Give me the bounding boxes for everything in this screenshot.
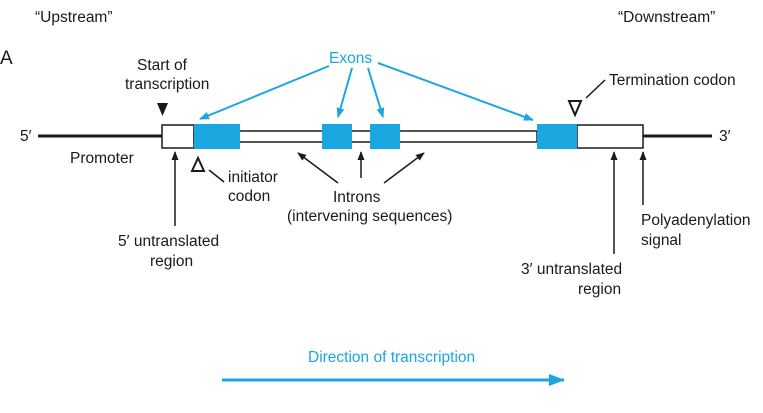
intron-pointer-1 [297, 152, 339, 184]
termination-codon-marker-icon [567, 100, 583, 118]
three-utr-label-2: region [578, 281, 621, 298]
five-prime-label: 5′ [20, 128, 32, 145]
introns-label: Introns [333, 189, 381, 206]
intron-pointer-3 [383, 152, 425, 184]
exon-4 [537, 124, 577, 149]
direction-label: Direction of transcription [308, 349, 475, 366]
exon-1 [194, 124, 240, 149]
initiator-codon-marker-icon [190, 155, 206, 172]
initiator-codon-pointer [208, 169, 225, 183]
three-utr-label-1: 3′ untranslated [521, 261, 622, 278]
intron-bar [193, 130, 538, 143]
promoter-label: Promoter [70, 150, 134, 167]
five-utr-box [161, 124, 195, 149]
exons-label: Exons [329, 50, 372, 67]
downstream-label: “Downstream” [618, 9, 715, 26]
termination-codon-pointer [585, 79, 606, 99]
exon-2 [322, 124, 352, 149]
exon-pointer-2 [336, 67, 353, 118]
exon-3 [370, 124, 400, 149]
introns-sublabel: (intervening sequences) [287, 208, 452, 225]
three-utr-box [576, 124, 644, 149]
termination-codon-label: Termination codon [609, 72, 736, 89]
polyadenylation-label-2: signal [641, 232, 682, 249]
upstream-label: “Upstream” [35, 9, 113, 26]
start-of-transcription-label-2: transcription [125, 76, 209, 93]
start-transcription-marker-icon [157, 103, 168, 116]
polyadenylation-label-1: Polyadenylation [641, 212, 750, 229]
five-utr-label-2: region [150, 253, 193, 270]
initiator-codon-label-1: initiator [228, 169, 278, 186]
panel-label: A [0, 48, 13, 69]
three-prime-label: 3′ [719, 128, 731, 145]
exon-pointer-4 [377, 62, 534, 121]
exon-pointer-1 [199, 65, 330, 120]
start-of-transcription-label-1: Start of [137, 57, 188, 74]
five-utr-label-1: 5′ untranslated [118, 233, 219, 250]
exon-pointer-3 [367, 67, 385, 118]
initiator-codon-label-2: codon [228, 188, 270, 205]
